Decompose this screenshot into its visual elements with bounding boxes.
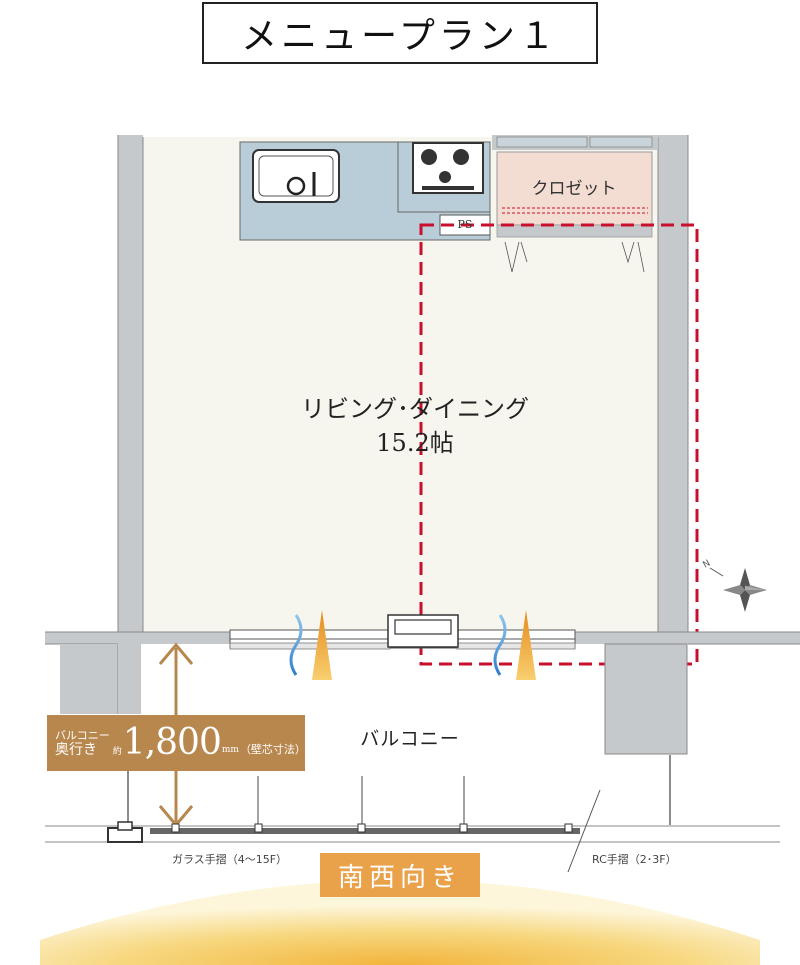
wall-bottom-left: [45, 632, 230, 644]
closet-doors: [504, 241, 645, 273]
ps-label: PS: [457, 218, 473, 231]
airflow-icon: [493, 614, 507, 676]
room-name: リビング･ダイニング: [301, 395, 529, 423]
rc-rail-label: RC手摺（2･3F）: [592, 853, 677, 866]
depth-label-line1: バルコニー: [55, 728, 110, 742]
depth-unit: mm: [221, 745, 239, 755]
heat-icon: [312, 610, 332, 680]
balcony-wall-right: [604, 643, 688, 755]
svg-text:N: N: [702, 559, 713, 571]
depth-value: 1,800: [122, 722, 222, 763]
sun-glow: [40, 880, 760, 965]
airflow-icon: [289, 614, 303, 676]
railing: [45, 776, 780, 873]
stove-icon: [412, 142, 484, 194]
depth-approx: 約: [112, 746, 122, 757]
balcony-wall-left: [60, 644, 118, 714]
depth-label: バルコニー 奥行き: [55, 729, 110, 758]
compass-icon: N: [702, 559, 767, 612]
wall-left: [118, 135, 143, 640]
room-size: 15.2帖: [376, 429, 454, 457]
closet-label: クロゼット: [531, 179, 617, 199]
wall-bottom-right: [575, 632, 800, 644]
orientation-badge: 南西向き: [320, 853, 480, 897]
depth-note: （壁芯寸法）: [239, 743, 306, 756]
depth-label-line2: 奥行き: [55, 741, 97, 758]
balcony-label: バルコニー: [360, 728, 460, 750]
room-label: リビング･ダイニング 15.2帖: [290, 392, 540, 460]
page-title: メニュープラン１: [202, 2, 598, 64]
window-sash: [229, 614, 576, 650]
glass-rail-label: ガラス手摺（4～15F）: [172, 853, 288, 866]
heat-icon: [516, 610, 536, 680]
wall-right: [658, 135, 688, 640]
balcony-depth-badge: バルコニー 奥行き 約 1,800 mm （壁芯寸法）: [47, 715, 306, 771]
sink-icon: [252, 149, 340, 203]
highlight-outline: [419, 223, 699, 666]
